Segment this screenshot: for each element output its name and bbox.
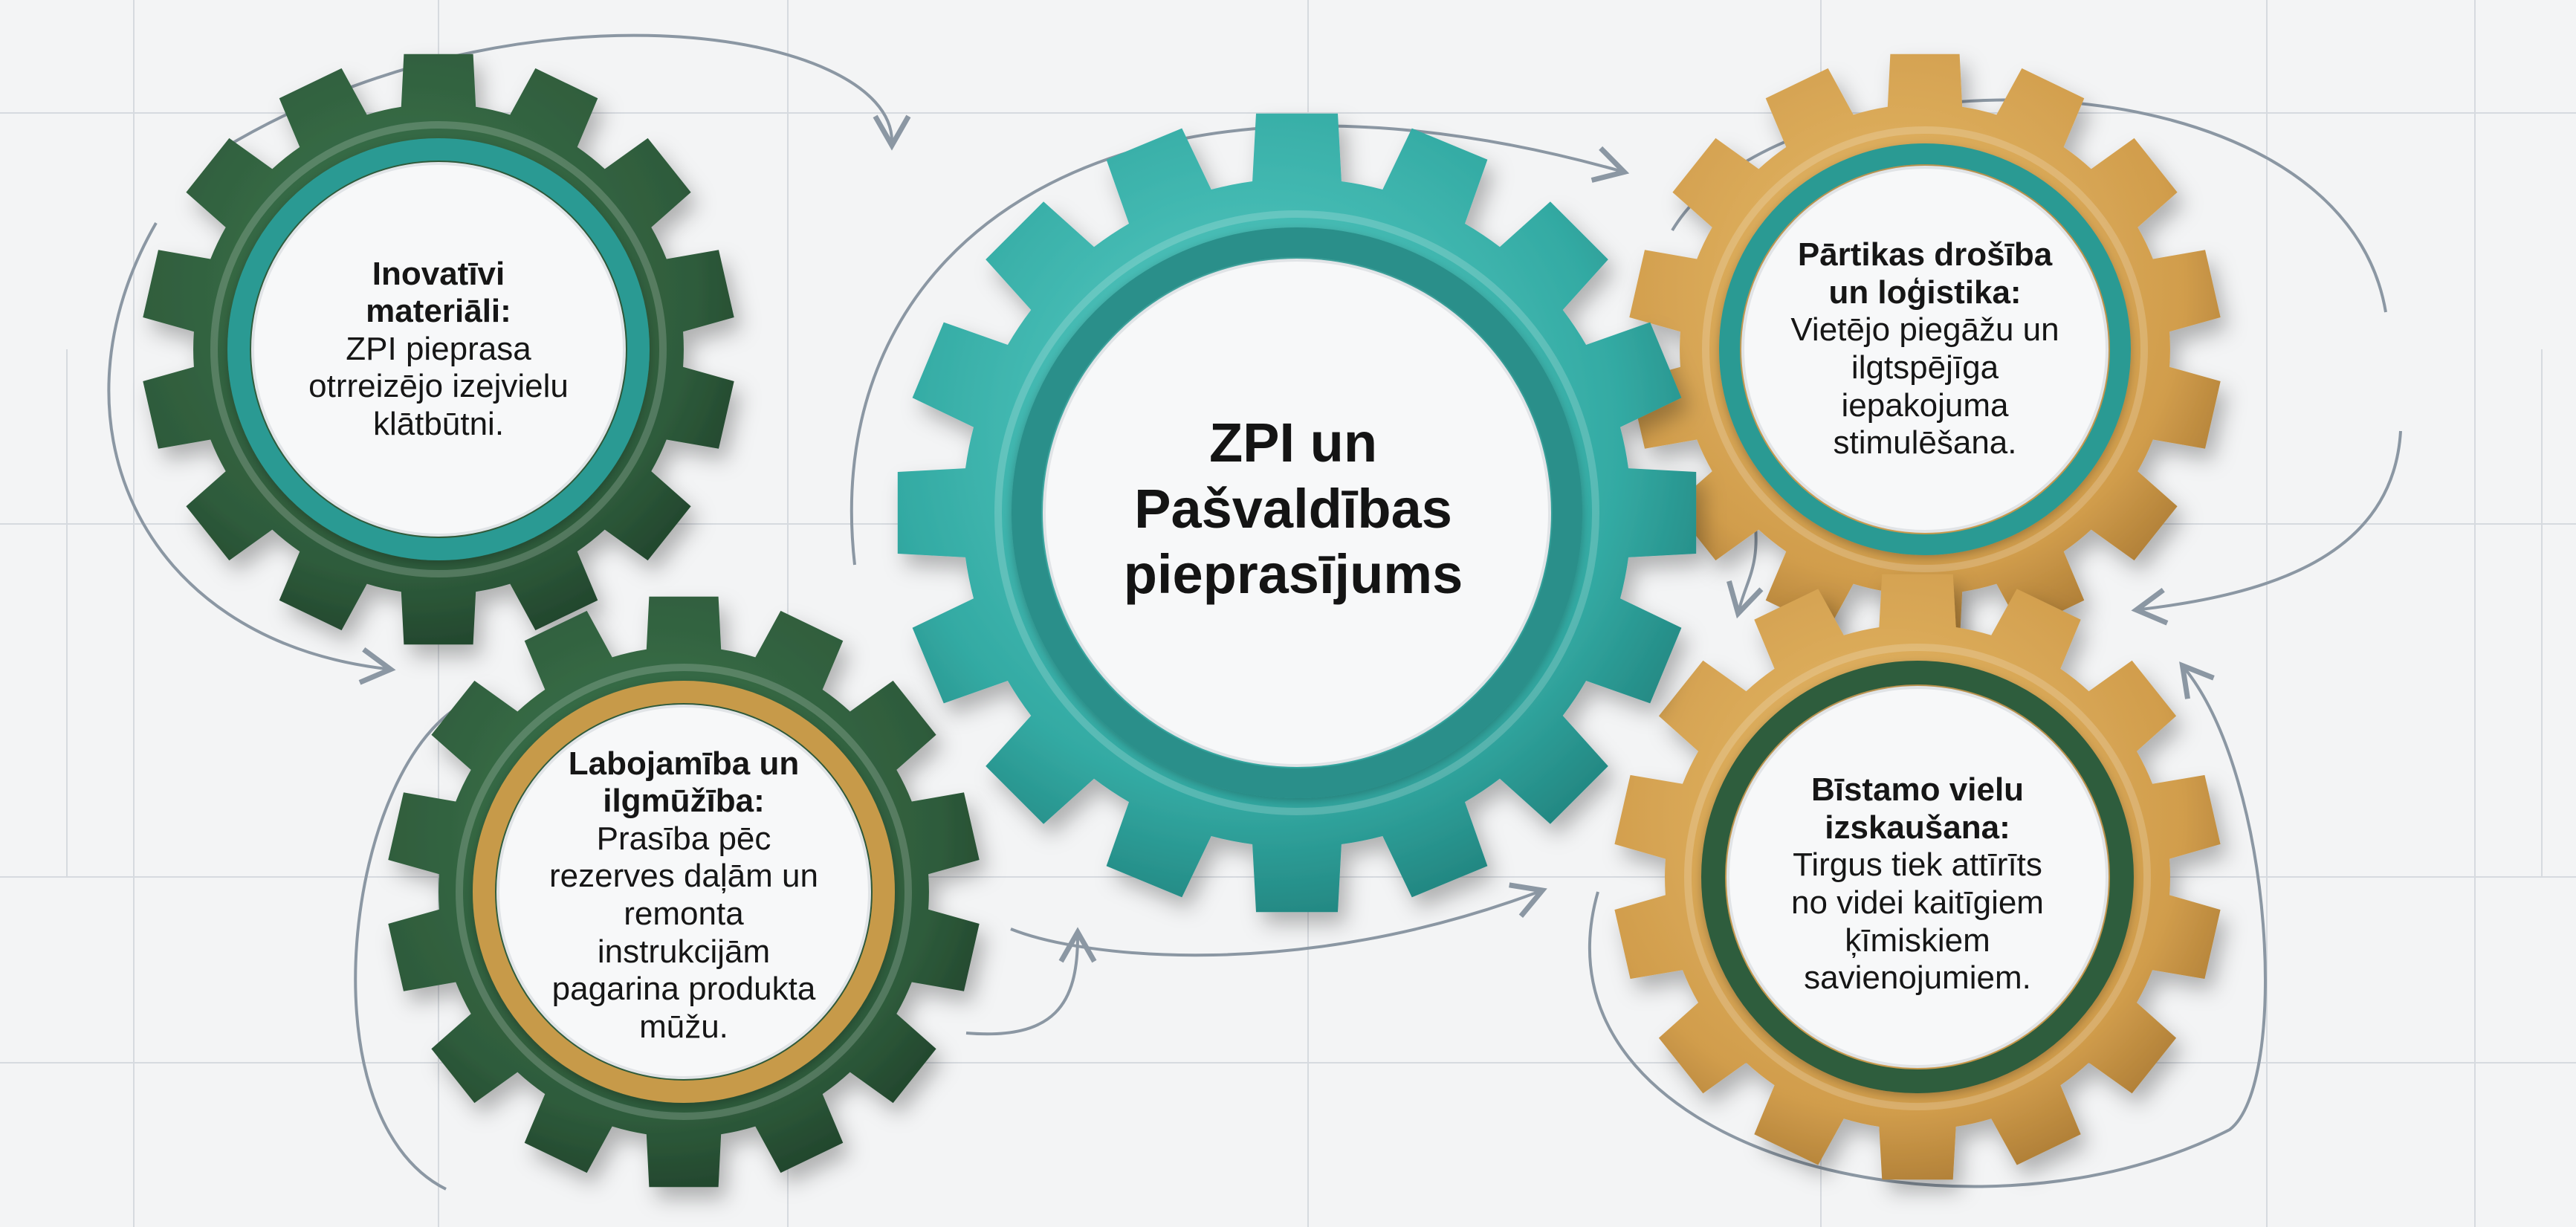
gear-body: Prasība pēc rezerves daļām un remonta in… <box>549 820 818 1045</box>
arrow-bottom-left <box>354 697 476 1191</box>
gear-body: ZPI pieprasa otrreizējo izejvielu klātbū… <box>308 330 569 442</box>
gear-hazardous-substances-bevel <box>1684 644 2151 1110</box>
gear-body: Tirgus tiek attīrīts no videi kaitīgiem … <box>1791 846 2044 997</box>
gear-innovative-materials-ring <box>227 138 650 560</box>
center-gear-face <box>1043 259 1551 767</box>
gear-repairability <box>388 596 980 1188</box>
arrow-top-left-to-center <box>221 33 911 151</box>
gear-innovative-materials-face <box>251 162 626 537</box>
arrow-bottom-right <box>1588 661 2267 1188</box>
gear-food-safety <box>1629 54 2221 645</box>
gear-title: Labojamība un ilgmūžība: <box>568 745 800 820</box>
gear-hazardous-substances-face <box>1726 686 2109 1068</box>
arrow-bottom-up <box>965 927 1097 1036</box>
gear-label-food-safety: Pārtikas drošība un loģistika: Vietējo p… <box>1784 223 2066 476</box>
arrow-left-loop <box>107 222 396 685</box>
gear-title: Bīstamo vielu izskaušana: <box>1810 771 2025 846</box>
arrow-right-down <box>2131 430 2402 626</box>
gear-food-safety-ring <box>1719 143 2131 555</box>
gear-title: Pārtikas drošība un loģistika: <box>1797 236 2053 311</box>
gear-repairability-face <box>496 705 871 1079</box>
gear-label-innovative-materials: Inovatīvi materiāli: ZPI pieprasa otrrei… <box>305 230 572 468</box>
center-gear-ring <box>1012 227 1582 798</box>
gear-hazardous-substances <box>1614 574 2221 1180</box>
gear-title: Inovatīvi materiāli: <box>366 255 511 330</box>
center-gear-bevel <box>994 210 1599 815</box>
gear-repairability-ring <box>473 681 895 1103</box>
gear-hazardous-substances-ring <box>1701 661 2134 1093</box>
gear-body: Vietējo piegāžu un ilgtspējīga iepakojum… <box>1790 311 2059 462</box>
gear-label-repairability: Labojamība un ilgmūžība: Prasība pēc rez… <box>535 739 832 1052</box>
gear-innovative-materials-bevel <box>210 121 667 577</box>
gear-repairability-bevel <box>456 664 912 1120</box>
center-gear-label: ZPI un Pašvaldības pieprasījums <box>1070 386 1516 632</box>
gear-food-safety-face <box>1741 166 2109 533</box>
center-gear-title: ZPI un Pašvaldības pieprasījums <box>1123 411 1463 606</box>
gear-food-safety-bevel <box>1702 126 2148 572</box>
gear-label-hazardous-substances: Bīstamo vielu izskaušana: Tirgus tiek at… <box>1776 751 2059 1018</box>
arrow-center-top <box>850 124 1630 566</box>
gear-innovative-materials <box>143 54 734 645</box>
arrow-bottom-center <box>1010 882 1547 957</box>
center-gear <box>897 113 1697 913</box>
